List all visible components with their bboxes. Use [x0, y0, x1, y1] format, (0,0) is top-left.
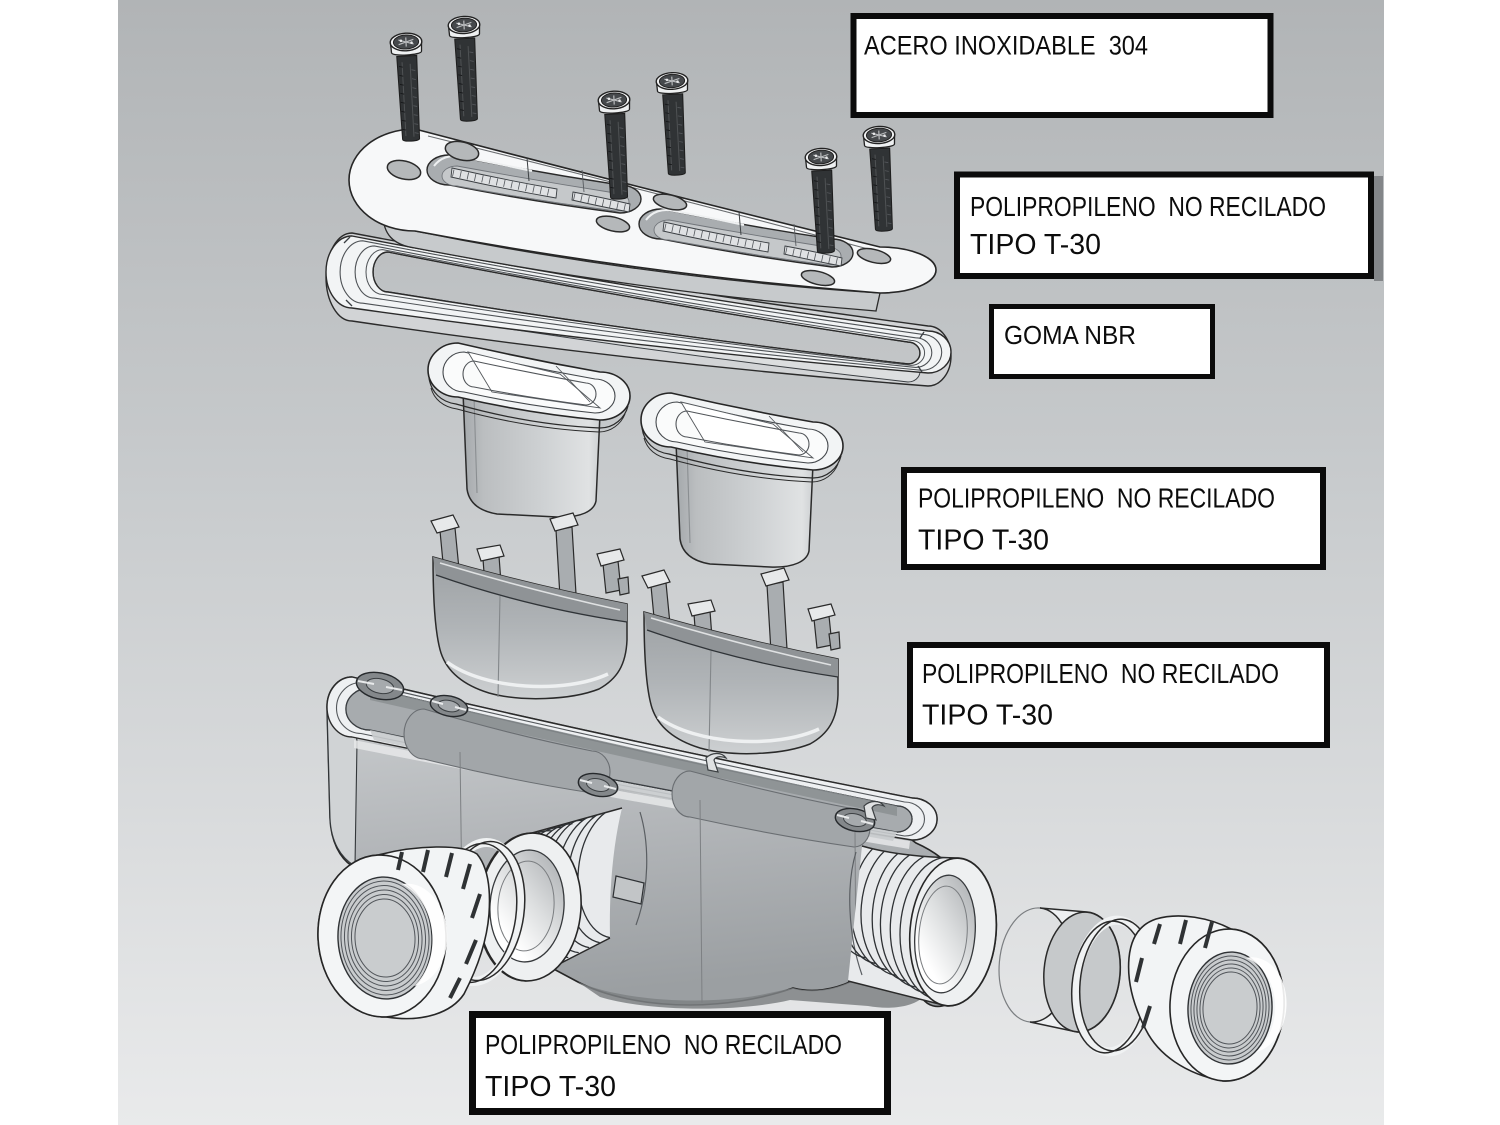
- svg-text:TIPO T-30: TIPO T-30: [922, 700, 1053, 732]
- svg-text:TIPO T-30: TIPO T-30: [970, 229, 1101, 261]
- svg-text:ACERO INOXIDABLE 304: ACERO INOXIDABLE 304: [864, 31, 1148, 61]
- svg-text:POLIPROPILENO NO RECILADO: POLIPROPILENO NO RECILADO: [922, 658, 1279, 689]
- svg-text:TIPO T-30: TIPO T-30: [918, 525, 1049, 557]
- svg-text:POLIPROPILENO NO RECILADO: POLIPROPILENO NO RECILADO: [970, 191, 1326, 222]
- svg-text:GOMA NBR: GOMA NBR: [1004, 322, 1136, 350]
- svg-text:POLIPROPILENO NO RECILADO: POLIPROPILENO NO RECILADO: [918, 483, 1275, 514]
- svg-text:POLIPROPILENO NO RECILADO: POLIPROPILENO NO RECILADO: [485, 1029, 842, 1060]
- svg-text:TIPO T-30: TIPO T-30: [485, 1071, 616, 1103]
